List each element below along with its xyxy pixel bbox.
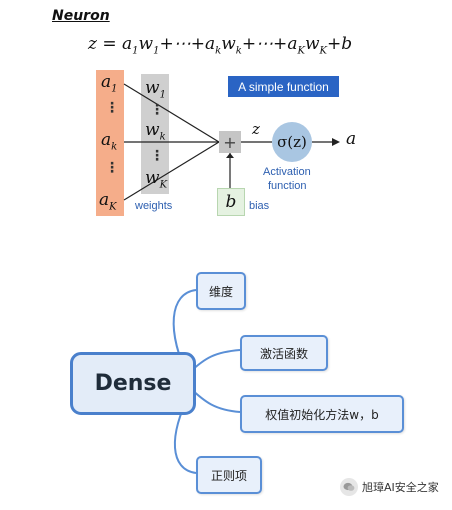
bias-arrowhead: [226, 153, 234, 158]
z-label: z: [252, 120, 260, 138]
bias-label: bias: [249, 200, 270, 212]
weight-vdots-2: ⋮: [150, 148, 164, 164]
connector-activation: [189, 349, 241, 373]
output-arrowhead: [332, 138, 340, 146]
bias-node: b: [217, 188, 245, 216]
neuron-connections: [123, 83, 340, 201]
weight-w1: w1: [145, 78, 166, 101]
input-vdots-1: ⋮: [105, 100, 119, 116]
neuron-formula: z = a1w1+⋯+akwk+⋯+aKwK+b: [88, 34, 353, 57]
watermark-text: 旭璋AI安全之家: [362, 481, 439, 494]
input-vdots-2: ⋮: [105, 160, 119, 176]
mindmap-node-init: 权值初始化方法w，b: [240, 395, 404, 433]
connector-init: [189, 387, 241, 413]
weight-wK: wK: [145, 168, 168, 191]
input-aK: aK: [99, 190, 117, 213]
activation-node: σ(z): [272, 122, 312, 162]
activation-label-line2: function: [268, 180, 307, 192]
watermark: 旭璋AI安全之家: [340, 478, 439, 496]
sum-node: +: [219, 131, 241, 153]
input-a1: a1: [101, 72, 118, 95]
weights-label: weights: [135, 200, 173, 212]
wechat-icon: [340, 478, 358, 496]
connection-line-K: [123, 141, 220, 201]
weight-vdots-1: ⋮: [150, 102, 164, 118]
weight-column: [141, 74, 169, 194]
neuron-title: Neuron: [52, 8, 110, 24]
activation-label-line1: Activation: [263, 166, 311, 178]
weight-wk: wk: [145, 120, 166, 143]
simple-function-badge: A simple function: [228, 76, 339, 97]
input-ak: ak: [101, 130, 118, 153]
mindmap-root-dense: Dense: [70, 352, 196, 415]
output-a: a: [346, 129, 357, 149]
mindmap-node-dimension: 维度: [196, 272, 246, 310]
connection-line-1: [123, 83, 220, 143]
mindmap-node-activation: 激活函数: [240, 335, 328, 371]
plus-icon: +: [223, 132, 237, 152]
mindmap-node-regularization: 正则项: [196, 456, 262, 494]
input-column: [96, 70, 124, 216]
